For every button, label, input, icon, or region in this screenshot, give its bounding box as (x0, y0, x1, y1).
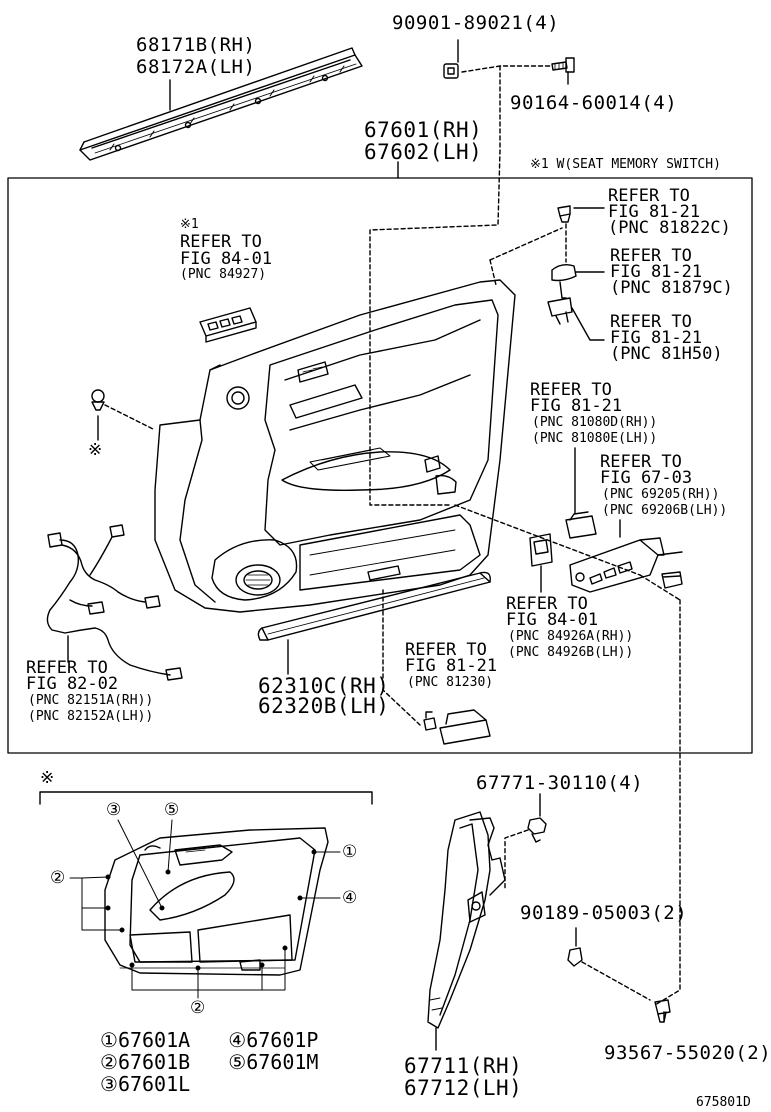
wire-harness-drawing (46, 524, 183, 681)
ref-84926-line2: FIG 84-01 (506, 610, 599, 630)
label-screw-90164: 90164-60014(4) (510, 92, 678, 114)
legend-code-67601p: 67601P (246, 1028, 319, 1052)
kome-mark-left: ※ (88, 440, 103, 460)
ref-81080-line2: FIG 81-21 (530, 396, 623, 416)
legend-code-67601m: 67601M (246, 1050, 319, 1074)
ref-84926-line3: (PNC 84926A(RH)) (508, 629, 634, 644)
ref-82151-line2: FIG 82-02 (26, 674, 119, 694)
door-light-cover-drawing (423, 709, 491, 745)
clip-67771-drawing (527, 817, 547, 843)
label-62310c-rh: 62310C(RH) (258, 674, 390, 698)
legend-row-3: ③67601L (100, 1074, 190, 1094)
inset-door-trim-drawing (104, 827, 329, 976)
ref-84926-line4: (PNC 84926B(LH)) (508, 645, 634, 660)
ref-84927-line3: (PNC 84927) (180, 267, 267, 282)
screw-drawing (551, 57, 575, 73)
ref-82151-line3: (PNC 82151A(RH)) (28, 693, 154, 708)
ref-81230-line3: (PNC 81230) (407, 675, 494, 690)
ref-84927-line2: FIG 84-01 (180, 249, 273, 269)
ref-69205-line2: FIG 67-03 (600, 468, 693, 488)
mirror-switch-drawing (529, 533, 553, 567)
callout-5-top: ⑤ (164, 800, 180, 820)
label-67602-lh: 67602(LH) (364, 140, 483, 164)
callout-4-right: ④ (342, 888, 358, 908)
label-67711-rh: 67711(RH) (404, 1054, 523, 1078)
label-67771: 67771-30110(4) (476, 772, 644, 794)
ref-81080-line3: (PNC 81080D(RH)) (532, 415, 658, 430)
main-assembly-frame (7, 177, 753, 754)
ref-81230-line2: FIG 81-21 (405, 656, 498, 676)
label-67712-lh: 67712(LH) (404, 1076, 523, 1100)
ref-84926-line1: REFER TO (506, 594, 588, 614)
trim-clip-drawing (91, 389, 105, 411)
callout-2-left: ② (50, 868, 66, 888)
legend-num-4: ④ (228, 1028, 247, 1052)
seat-memory-switch-drawing (199, 307, 257, 343)
label-62320b-lh: 62320B(LH) (258, 694, 390, 718)
legend-code-67601l: 67601L (117, 1072, 191, 1096)
inner-weatherstrip-drawing (257, 571, 491, 641)
legend-code-67601b: 67601B (117, 1050, 191, 1074)
clip-90189-drawing (567, 947, 583, 967)
ref-81230-line1: REFER TO (405, 640, 487, 660)
nut-drawing (443, 63, 459, 79)
seat-memory-note: ※1 W(SEAT MEMORY SWITCH) (530, 157, 721, 172)
ref-81h50-line1: REFER TO (610, 312, 692, 332)
label-68171b-rh: 68171B(RH) (136, 34, 256, 56)
label-67601-rh: 67601(RH) (364, 118, 483, 142)
legend-num-3: ③ (100, 1072, 118, 1096)
figure-id: 675801D (696, 1095, 751, 1110)
label-90189: 90189-05003(2) (520, 902, 688, 924)
ref-81822c-line2: FIG 81-21 (608, 202, 701, 222)
ref-81879c-line2: FIG 81-21 (610, 262, 703, 282)
inset-callout-leaders (69, 819, 341, 999)
legend-row-1: ①67601A ④67601P (100, 1030, 318, 1050)
label-93567: 93567-55020(2) (604, 1042, 771, 1064)
legend-num-5: ⑤ (228, 1050, 247, 1074)
ref-69205-line3: (PNC 69205(RH)) (602, 487, 720, 502)
legend-row-2: ②67601B ⑤67601M (100, 1052, 318, 1072)
ref-81h50-line3: (PNC 81H50) (610, 344, 723, 364)
window-switch-drawing (565, 511, 597, 539)
ref-81879c-line1: REFER TO (610, 246, 692, 266)
ref-81080-line4: (PNC 81080E(LH)) (532, 431, 658, 446)
label-68172a-lh: 68172A(LH) (136, 56, 256, 78)
callout-1-right: ① (342, 842, 358, 862)
ref-81080-line1: REFER TO (530, 380, 612, 400)
ref-81822c-line1: REFER TO (608, 186, 690, 206)
power-window-master-switch-drawing (569, 537, 665, 593)
ref-69205-line1: REFER TO (600, 452, 682, 472)
legend-num-1: ① (100, 1028, 118, 1052)
ref-84927-line1: REFER TO (180, 232, 262, 252)
ref-69205-line4: (PNC 69206B(LH)) (602, 503, 728, 518)
ref-81879c-line3: (PNC 81879C) (610, 278, 733, 298)
kome-1-mark: ※1 (180, 217, 199, 232)
ref-82151-line1: REFER TO (26, 658, 108, 678)
callout-3-top: ③ (106, 800, 122, 820)
courtesy-lamp-parts-drawing (547, 205, 577, 325)
ref-82151-line4: (PNC 82152A(LH)) (28, 709, 154, 724)
window-weatherstrip-drawing (79, 47, 363, 161)
screw-93567-drawing (654, 999, 671, 1023)
callout-2-bottom: ② (190, 998, 206, 1018)
legend-code-67601a: 67601A (117, 1028, 191, 1052)
variant-bracket (39, 791, 373, 805)
inset-kome-mark: ※ (40, 768, 55, 788)
ref-81h50-line2: FIG 81-21 (610, 328, 703, 348)
lower-pillar-panel-drawing (427, 811, 506, 1029)
legend-num-2: ② (100, 1050, 118, 1074)
ref-81822c-line3: (PNC 81822C) (608, 218, 731, 238)
door-trim-board-drawing (154, 279, 516, 613)
label-nut-90901: 90901-89021(4) (392, 12, 560, 34)
